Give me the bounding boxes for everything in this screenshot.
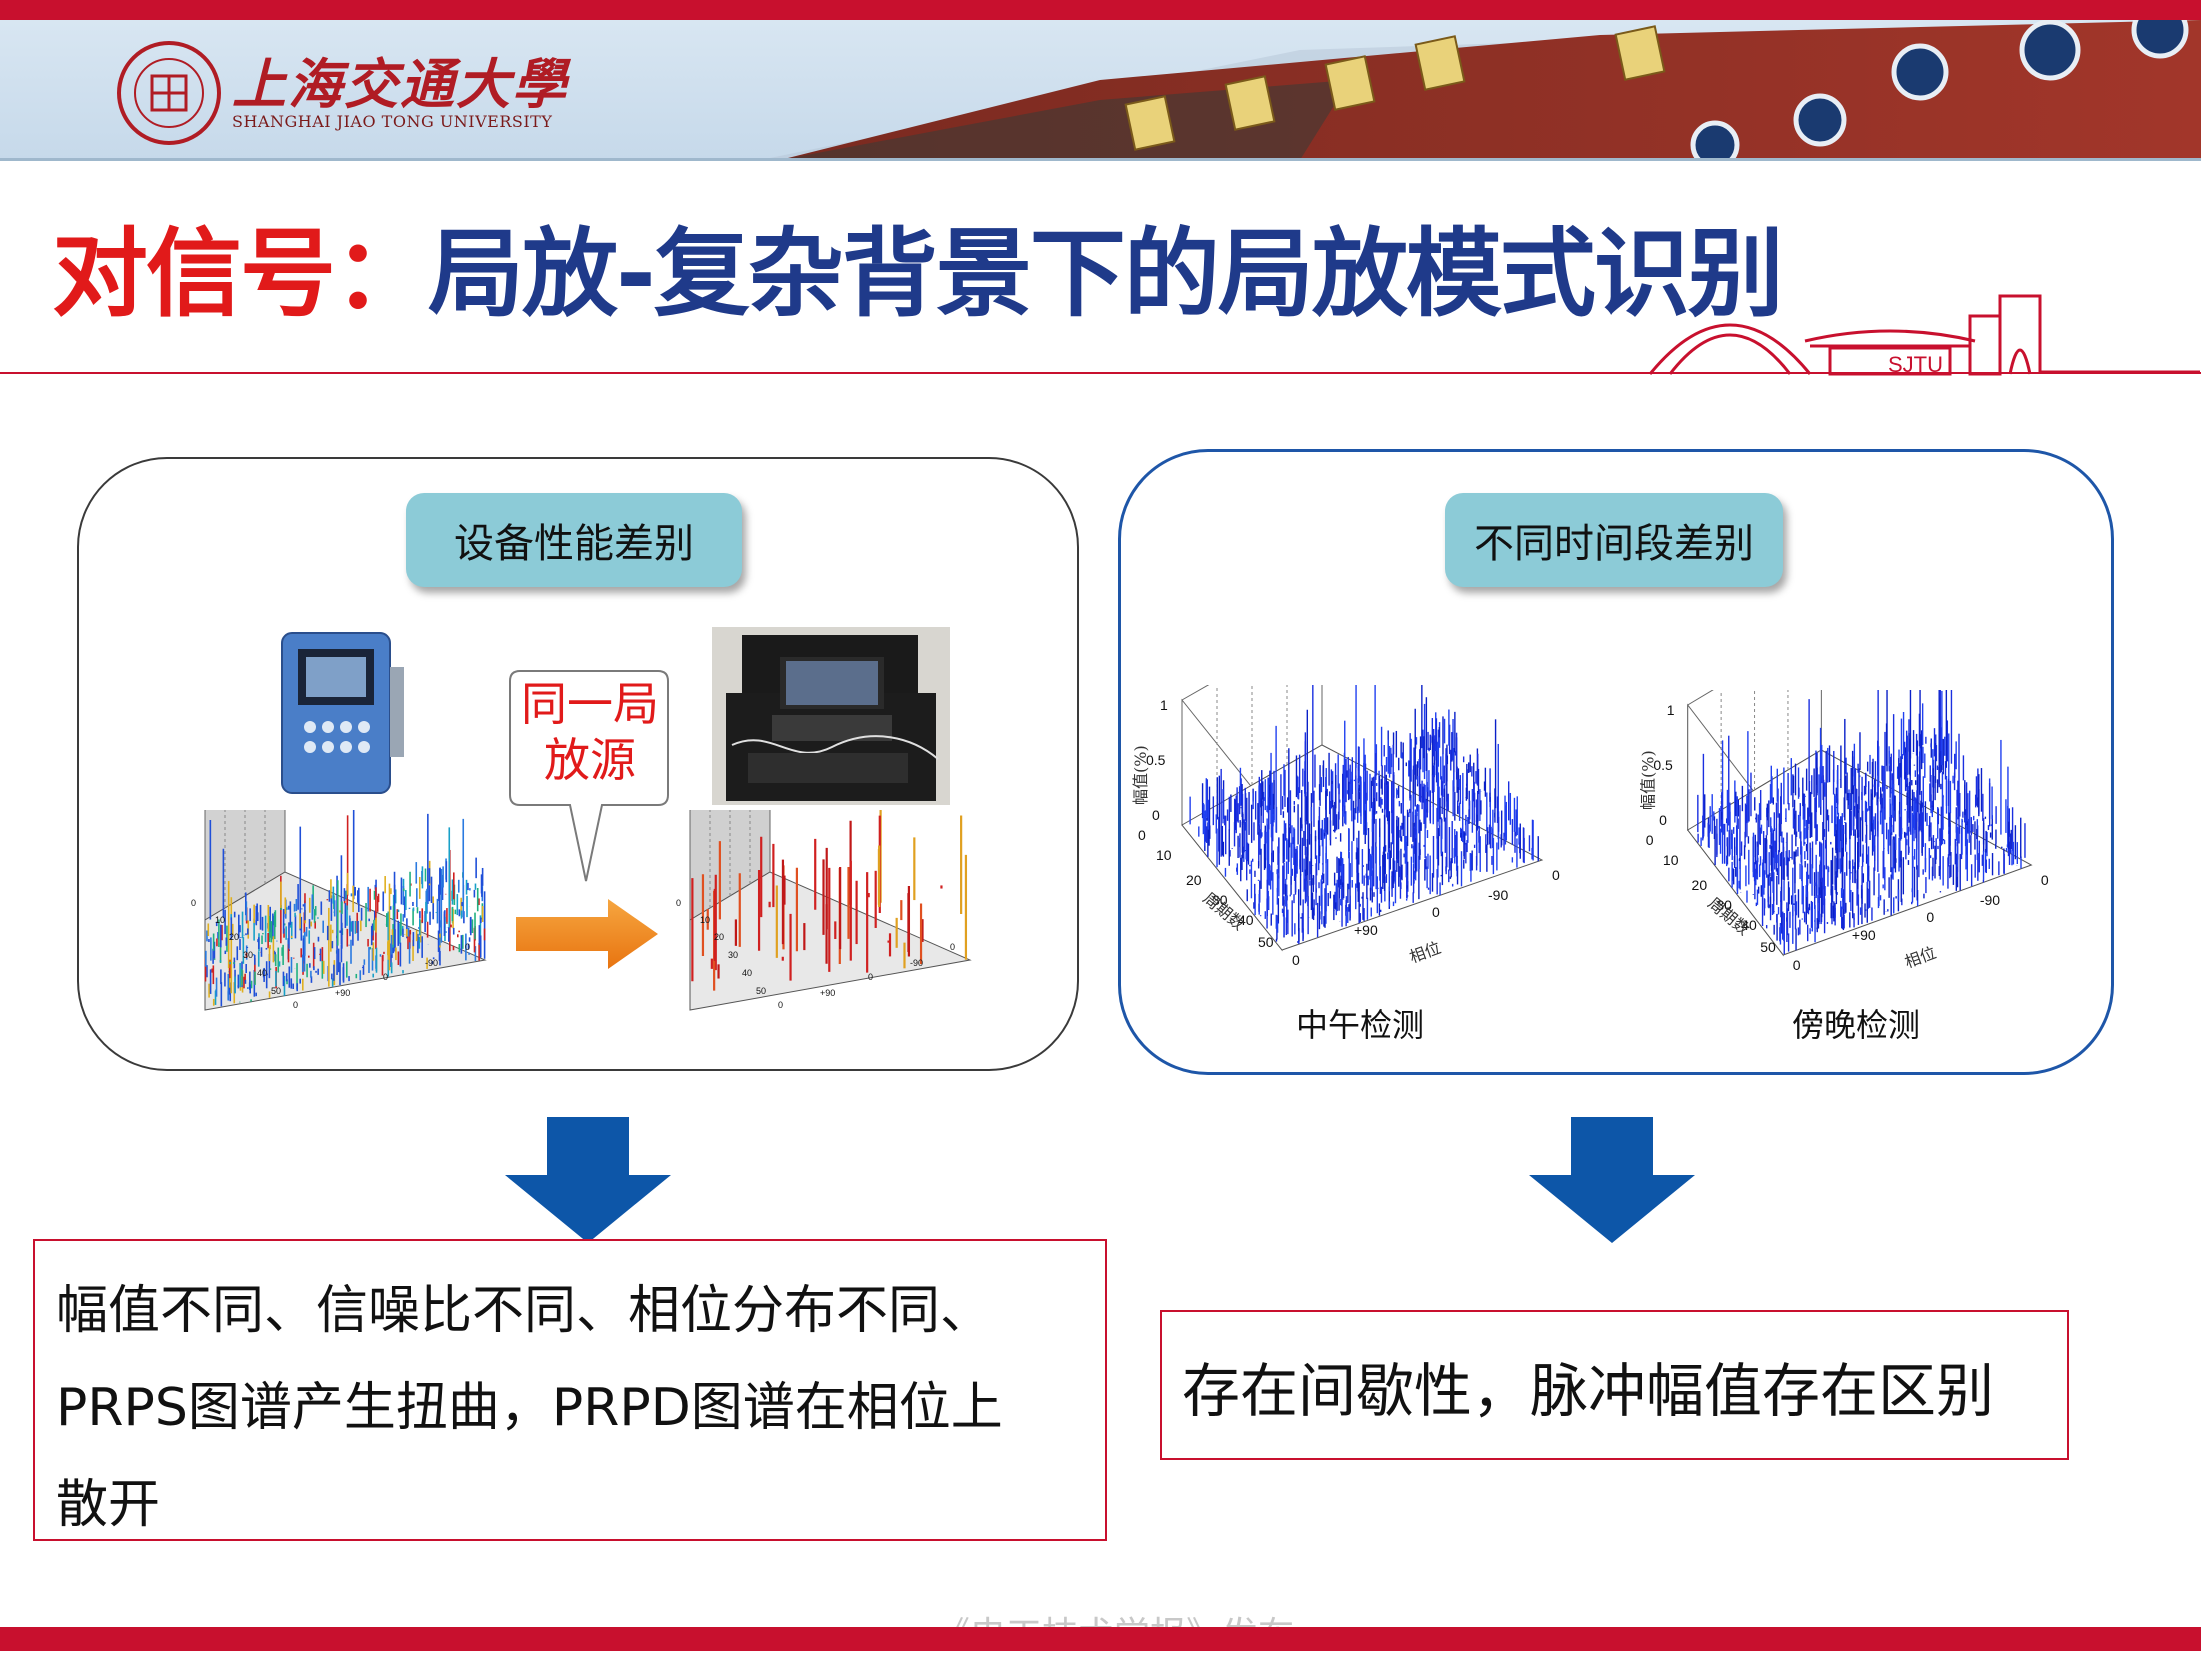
handheld-detector-icon (258, 627, 422, 803)
plot-tick-label: 50 (271, 986, 281, 996)
plot-tick-label: -90 (1488, 887, 1508, 903)
plot-tick-label: 0.5 (1146, 752, 1166, 768)
plot-tick-label: 0 (1552, 867, 1560, 883)
plot-tick-label: 0 (293, 1000, 298, 1010)
callout-line2: 放源 (544, 733, 636, 787)
plot-tick-label: 0 (1793, 957, 1801, 970)
result-line: 幅值不同、信噪比不同、相位分布不同、 (56, 1281, 993, 1341)
arrow-right-icon (516, 899, 658, 969)
callout-bubble-icon (509, 670, 669, 882)
plot-tick-label: 0 (676, 898, 681, 908)
plot-tick-label: 1 (1160, 697, 1168, 713)
plot-tick-label: 20 (229, 932, 239, 942)
page-title: 对信号：局放-复杂背景下的局放模式识别 (52, 196, 1784, 330)
plot-tick-label: 0 (950, 942, 955, 952)
plot-tick-label: 1 (1667, 702, 1675, 718)
caption-noon: 中午检测 (1296, 1006, 1425, 1044)
result-text-equipment: 幅值不同、信噪比不同、相位分布不同、 PRPS图谱产生扭曲，PRPD图谱在相位上… (56, 1263, 1076, 1554)
banner-divider (0, 158, 2201, 161)
plot-tick-label: 30 (243, 950, 253, 960)
pill-time-difference: 不同时间段差别 (1445, 493, 1783, 587)
plot-tick-label: 0 (1152, 807, 1160, 823)
caption-evening: 傍晚检测 (1792, 1006, 1921, 1044)
plot-tick-label: -90 (425, 958, 438, 968)
top-red-bar (0, 0, 2201, 20)
header-banner (0, 20, 2201, 160)
plot-tick-label: 10 (215, 915, 225, 925)
plot-tick-label: 0 (778, 1000, 783, 1010)
plot-tick-label: 10 (700, 915, 710, 925)
plot-tick-label: 0 (1646, 832, 1654, 848)
title-rule (0, 372, 2201, 374)
plot-tick-label: 40 (257, 968, 267, 978)
plot-tick-label: 30 (1716, 897, 1732, 913)
plot-tick-label: 40 (1741, 917, 1757, 933)
plot-tick-label: 30 (728, 950, 738, 960)
bottom-red-bar (0, 1627, 2201, 1651)
plot-tick-label: 0 (1926, 909, 1934, 925)
result-box-equipment (33, 1239, 1107, 1541)
campus-gate-sketch-icon: SJTU (1648, 294, 2200, 376)
plot-tick-label: 10 (1156, 847, 1172, 863)
university-name-en: SHANGHAI JIAO TONG UNIVERSITY (232, 112, 553, 131)
callout-text: 同一局 放源 (510, 676, 670, 788)
plot-tick-label: 10 (1663, 852, 1679, 868)
plot-axis-label: 相位 (1902, 943, 1939, 970)
plot-tick-label: 30 (1212, 892, 1228, 908)
plot-axis-label: 相位 (1407, 938, 1444, 967)
plot-tick-label: 0.5 (1653, 757, 1673, 773)
plot-tick-label: 20 (714, 932, 724, 942)
arrow-down-icon (1529, 1117, 1695, 1243)
plot-tick-label: 0 (2041, 872, 2049, 888)
plot-tick-label: +90 (820, 988, 835, 998)
callout-line1: 同一局 (521, 677, 659, 731)
prps-plot-device-b: 0 10 20 30 40 50 0 +90 0 -90 0 (676, 810, 972, 1011)
plot-tick-label: 0 (1432, 904, 1440, 920)
portable-case-detector-icon (712, 627, 950, 805)
plot-tick-label: 20 (1692, 877, 1708, 893)
plot-tick-label: 40 (742, 968, 752, 978)
pill-equipment-difference: 设备性能差别 (406, 493, 742, 587)
plot-tick-label: 40 (1238, 912, 1254, 928)
plot-tick-label: 0 (191, 898, 196, 908)
plot-tick-label: 0 (383, 972, 388, 982)
plot-tick-label: -90 (1980, 892, 2000, 908)
plot-tick-label: 50 (1258, 934, 1274, 950)
result-line: PRPS图谱产生扭曲，PRPD图谱在相位上 (56, 1378, 1003, 1438)
plot-tick-label: -90 (910, 958, 923, 968)
title-main: 局放-复杂背景下的局放模式识别 (428, 218, 1784, 330)
sjtu-seal-icon (117, 41, 221, 145)
title-highlight: 对信号： (52, 218, 430, 330)
plot-tick-label: 0 (1138, 827, 1146, 843)
prps-plot-device-a: 0 10 20 30 40 50 0 +90 0 -90 0 (191, 810, 487, 1011)
result-text-time: 存在间歇性，脉冲幅值存在区别 (1182, 1357, 1995, 1425)
roof-decoration-icon (760, 20, 2201, 160)
plot-tick-label: +90 (1852, 927, 1876, 943)
plot-tick-label: 50 (756, 986, 766, 996)
plot-axis-label: 幅值(%) (1132, 745, 1150, 805)
plot-tick-label: 0 (868, 972, 873, 982)
plot-tick-label: 0 (1292, 952, 1300, 968)
arrow-down-icon (505, 1117, 671, 1243)
result-box-time (1160, 1310, 2069, 1460)
plot-tick-label: +90 (1354, 922, 1378, 938)
plot-tick-label: 0 (1659, 812, 1667, 828)
university-name-cn: 上海交通大學 (232, 52, 568, 116)
result-line: 散开 (56, 1475, 161, 1535)
plot-tick-label: 50 (1760, 939, 1776, 955)
plot-axis-label: 幅值(%) (1640, 750, 1657, 810)
plot-tick-label: +90 (335, 988, 350, 998)
plot-tick-label: 20 (1186, 872, 1202, 888)
plot-tick-label: 0 (465, 942, 470, 952)
